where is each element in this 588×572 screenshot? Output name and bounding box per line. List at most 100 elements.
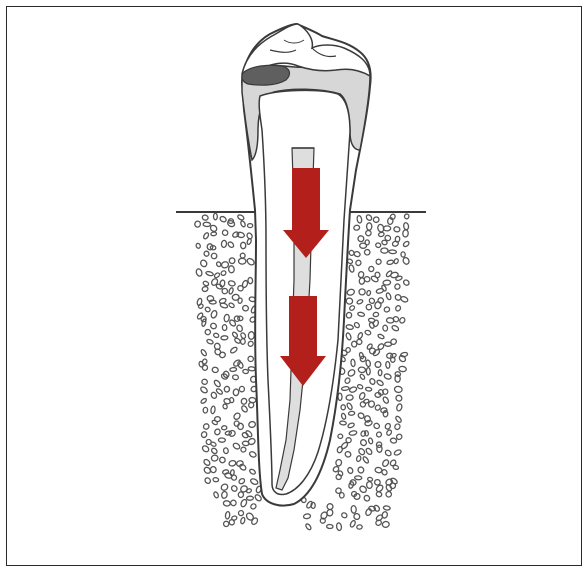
bone-particle	[367, 477, 373, 482]
bone-particle	[351, 505, 357, 513]
bone-particle	[219, 456, 227, 464]
bone-particle	[382, 511, 388, 518]
bone-particle	[401, 252, 406, 258]
bone-particle	[341, 413, 347, 420]
bone-particle	[248, 277, 253, 284]
bone-particle	[221, 425, 227, 430]
bone-particle	[238, 510, 245, 517]
bone-particle	[358, 448, 366, 456]
bone-particle	[400, 296, 409, 303]
bone-particle	[378, 370, 382, 376]
bone-particle	[366, 482, 372, 489]
bone-particle	[362, 456, 369, 464]
bone-particle	[335, 474, 342, 481]
bone-particle	[357, 525, 363, 530]
bone-particle	[219, 215, 227, 222]
bone-particle	[250, 517, 258, 526]
bone-particle	[311, 502, 316, 508]
bone-particle	[202, 214, 209, 220]
bone-particle	[232, 375, 239, 381]
bone-particle	[232, 442, 241, 450]
bone-particle	[210, 391, 217, 399]
bone-particle	[230, 346, 238, 354]
bone-particle	[365, 360, 371, 367]
bone-particle	[357, 384, 363, 390]
bone-particle	[365, 387, 372, 391]
bone-particle	[232, 331, 239, 338]
bone-particle	[240, 253, 246, 259]
bone-particle	[357, 215, 363, 223]
bone-particle	[399, 317, 406, 324]
bone-particle	[366, 304, 372, 310]
bone-particle	[356, 339, 362, 345]
bone-particle	[368, 266, 375, 273]
bone-particle	[346, 288, 355, 296]
bone-particle	[403, 222, 409, 230]
bone-particle	[245, 430, 253, 438]
bone-particle	[364, 249, 371, 256]
bone-particle	[346, 437, 352, 442]
bone-particle	[347, 422, 355, 428]
bone-particle	[224, 314, 230, 322]
bone-particle	[365, 214, 372, 222]
bone-particle	[326, 509, 333, 517]
bone-particle	[210, 322, 218, 330]
bone-particle	[222, 288, 228, 294]
bone-particle	[236, 324, 244, 332]
bone-particle	[238, 492, 244, 498]
bone-particle	[250, 478, 259, 486]
bone-particle	[386, 429, 393, 436]
bone-particle	[237, 361, 244, 369]
bone-particle	[402, 257, 410, 266]
bone-particle	[349, 305, 356, 311]
bone-particle	[242, 305, 249, 312]
bone-particle	[394, 386, 402, 393]
bone-particle	[233, 359, 242, 368]
bone-particle	[385, 292, 391, 300]
bone-particle	[394, 283, 401, 290]
bone-particle	[393, 449, 401, 456]
bone-particle	[365, 230, 372, 236]
bone-particle	[383, 505, 390, 510]
bone-particle	[381, 240, 387, 246]
bone-particle	[198, 303, 204, 309]
bone-particle	[353, 493, 361, 501]
bone-particle	[358, 367, 366, 373]
bone-particle	[228, 460, 236, 467]
bone-particle	[386, 259, 393, 265]
bone-particle	[351, 359, 356, 367]
bone-particle	[384, 423, 391, 430]
bone-particle	[368, 297, 375, 304]
bone-particle	[211, 420, 218, 426]
bone-particle	[201, 445, 210, 453]
bone-particle	[374, 301, 382, 310]
bone-particle	[239, 258, 246, 264]
bone-particle	[365, 240, 369, 245]
bone-particle	[376, 491, 383, 498]
bone-particle	[357, 412, 365, 419]
bone-particle	[359, 373, 365, 380]
bone-particle	[238, 478, 246, 485]
bone-particle	[376, 431, 383, 438]
bone-particle	[363, 494, 371, 502]
bone-particle	[373, 422, 380, 429]
bone-particle	[373, 216, 380, 223]
bone-particle	[404, 214, 409, 220]
bone-particle	[248, 332, 254, 340]
bone-particle	[336, 523, 342, 531]
bone-particle	[210, 466, 217, 473]
bone-particle	[219, 352, 225, 358]
bone-particle	[238, 286, 243, 291]
bone-particle	[242, 369, 248, 374]
bone-particle	[241, 339, 246, 345]
bone-particle	[213, 213, 217, 220]
bone-particle	[399, 366, 407, 372]
bone-particle	[393, 465, 399, 470]
bone-particle	[229, 397, 234, 403]
bone-particle	[240, 220, 246, 227]
bone-particle	[372, 348, 380, 356]
bone-particle	[341, 512, 348, 519]
bone-particle	[246, 257, 255, 266]
bone-particle	[202, 423, 210, 431]
bone-particle	[389, 213, 396, 220]
